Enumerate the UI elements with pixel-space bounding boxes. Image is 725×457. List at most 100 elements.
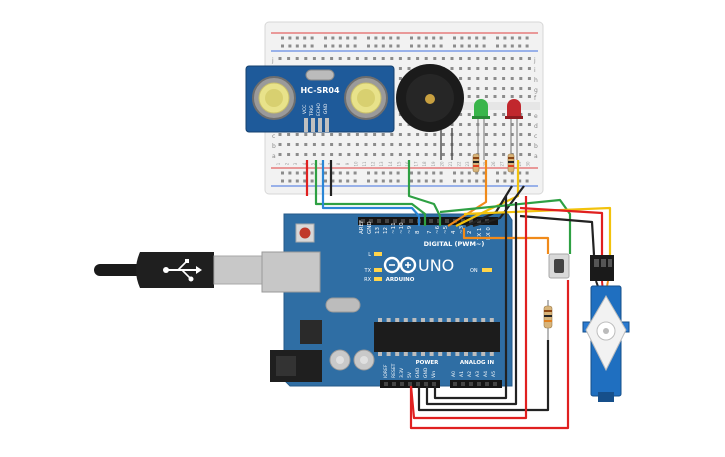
breadboard-hole[interactable] [381,179,385,183]
breadboard-hole[interactable] [484,95,488,98]
breadboard-hole[interactable] [493,123,497,126]
breadboard-hole[interactable] [304,143,308,146]
wire-black-gnd-3[interactable] [433,196,508,400]
breadboard-hole[interactable] [432,44,436,48]
servo-motor[interactable] [582,255,630,402]
breadboard-hole[interactable] [510,171,514,175]
green-led[interactable] [472,99,490,160]
breadboard-hole[interactable] [424,171,428,175]
breadboard-hole[interactable] [502,113,506,116]
digital-pin-socket[interactable] [377,219,381,223]
breadboard-hole[interactable] [389,44,393,48]
breadboard-hole[interactable] [295,179,299,183]
breadboard-hole[interactable] [321,57,325,60]
breadboard-hole[interactable] [338,57,342,60]
breadboard-hole[interactable] [338,153,342,156]
breadboard-hole[interactable] [519,133,523,136]
breadboard-hole[interactable] [295,36,299,40]
breadboard-hole[interactable] [476,95,480,98]
breadboard-hole[interactable] [476,57,480,60]
breadboard-hole[interactable] [416,153,420,156]
digital-pin-socket[interactable] [393,219,397,223]
breadboard-hole[interactable] [303,44,307,48]
breadboard-hole[interactable] [396,44,400,48]
breadboard-hole[interactable] [304,133,308,136]
breadboard-hole[interactable] [390,143,394,146]
breadboard-hole[interactable] [527,95,531,98]
wire-green-button[interactable] [439,198,572,254]
breadboard-hole[interactable] [484,77,488,80]
breadboard-hole[interactable] [424,143,428,146]
breadboard-hole[interactable] [321,143,325,146]
reset-button[interactable] [299,227,311,239]
breadboard-hole[interactable] [353,44,357,48]
breadboard-hole[interactable] [278,153,282,156]
breadboard-hole[interactable] [527,153,531,156]
digital-pin-socket[interactable] [469,219,473,223]
breadboard-hole[interactable] [453,36,456,40]
breadboard-hole[interactable] [525,44,529,48]
resistor-red-led[interactable] [507,153,515,173]
breadboard-hole[interactable] [450,67,454,70]
breadboard-hole[interactable] [416,143,420,146]
breadboard-hole[interactable] [527,123,531,126]
breadboard-hole[interactable] [346,44,350,48]
breadboard-hole[interactable] [389,179,393,183]
breadboard-hole[interactable] [510,133,514,136]
breadboard-hole[interactable] [364,57,368,60]
breadboard-hole[interactable] [510,77,514,80]
breadboard-hole[interactable] [424,44,428,48]
breadboard-hole[interactable] [410,36,413,40]
breadboard-hole[interactable] [433,153,437,156]
power-pin-socket[interactable] [384,382,388,386]
breadboard-hole[interactable] [503,36,507,40]
breadboard-hole[interactable] [398,143,402,146]
breadboard-hole[interactable] [510,57,514,60]
breadboard-hole[interactable] [503,171,507,175]
breadboard-hole[interactable] [467,171,471,175]
breadboard-hole[interactable] [288,179,292,183]
breadboard-hole[interactable] [424,133,428,136]
breadboard-hole[interactable] [330,57,334,60]
breadboard-hole[interactable] [502,57,506,60]
power-header[interactable] [380,380,440,388]
breadboard-hole[interactable] [355,133,359,136]
breadboard-hole[interactable] [519,87,523,90]
breadboard-hole[interactable] [502,153,506,156]
breadboard-hole[interactable] [278,143,282,146]
digital-pin-socket[interactable] [429,219,433,223]
breadboard-hole[interactable] [475,44,479,48]
breadboard-hole[interactable] [295,171,299,175]
breadboard-hole[interactable] [390,133,394,136]
breadboard-hole[interactable] [467,153,471,156]
breadboard-hole[interactable] [459,67,463,70]
breadboard-hole[interactable] [346,179,350,183]
breadboard-hole[interactable] [467,67,471,70]
breadboard-hole[interactable] [518,36,522,40]
breadboard-hole[interactable] [496,171,499,175]
digital-pin-socket[interactable] [385,219,389,223]
breadboard-hole[interactable] [493,95,497,98]
breadboard-hole[interactable] [510,143,514,146]
breadboard-hole[interactable] [347,57,351,60]
breadboard-hole[interactable] [519,67,523,70]
breadboard-hole[interactable] [503,44,507,48]
breadboard-hole[interactable] [381,171,385,175]
breadboard-hole[interactable] [484,67,488,70]
breadboard-hole[interactable] [281,36,284,40]
breadboard-hole[interactable] [347,143,351,146]
breadboard-hole[interactable] [416,57,420,60]
breadboard-hole[interactable] [390,153,394,156]
power-pin-socket[interactable] [408,382,412,386]
breadboard-hole[interactable] [475,171,479,175]
breadboard-hole[interactable] [295,153,299,156]
breadboard-hole[interactable] [496,44,499,48]
breadboard-hole[interactable] [374,179,378,183]
breadboard-hole[interactable] [459,123,463,126]
piezo-buzzer[interactable] [396,64,464,160]
analog-pin-socket[interactable] [493,382,497,386]
breadboard-hole[interactable] [367,44,370,48]
breadboard-hole[interactable] [493,87,497,90]
breadboard-hole[interactable] [482,171,486,175]
breadboard-hole[interactable] [467,77,471,80]
